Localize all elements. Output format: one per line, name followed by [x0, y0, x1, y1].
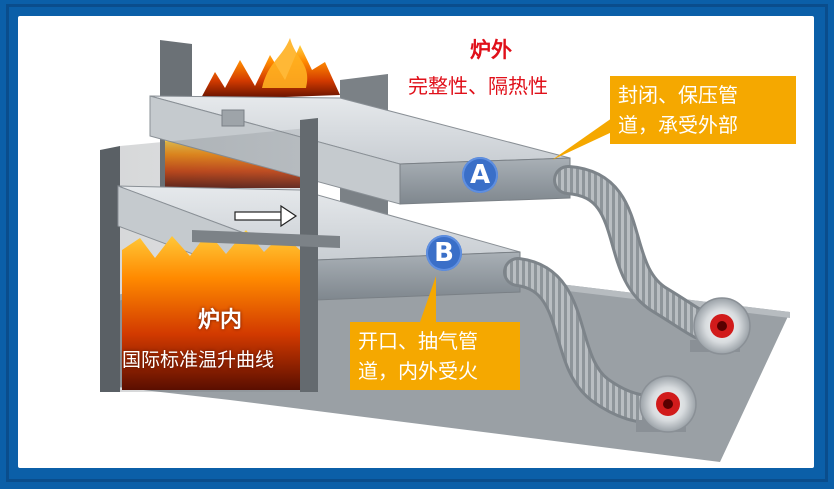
duct-b-front	[315, 251, 521, 301]
fan-icon	[636, 375, 697, 433]
furnace-lintel	[192, 230, 340, 248]
furnace-front-wall-edge	[100, 146, 120, 392]
outside-title: 炉外	[470, 38, 512, 62]
inside-title: 炉内	[198, 308, 243, 333]
flow-arrow-icon	[234, 204, 298, 228]
fire-icon	[122, 230, 300, 390]
inside-subtitle: 国际标准温升曲线	[122, 349, 275, 371]
callout-duct-a-line1: 封闭、保压管	[618, 83, 738, 107]
callout-duct-b: 开口、抽气管 道，内外受火	[350, 322, 520, 390]
outside-subtitle: 完整性、隔热性	[408, 74, 548, 98]
fire-icon	[262, 38, 308, 88]
duct-b-marker: B	[426, 235, 462, 271]
callout-duct-a: 封闭、保压管 道，承受外部	[610, 76, 796, 144]
fan-icon	[690, 297, 751, 355]
duct-a-marker: A	[462, 157, 498, 193]
callout-duct-b-line2: 道，内外受火	[358, 359, 478, 383]
callout-a-pointer	[552, 118, 612, 160]
callout-b-pointer	[420, 276, 436, 322]
callout-duct-a-line2: 道，承受外部	[618, 113, 738, 137]
callout-duct-b-line1: 开口、抽气管	[358, 329, 478, 353]
furnace-right-wall	[300, 118, 318, 392]
flexible-hose-icon	[506, 260, 672, 422]
duct-a-inspection-port	[221, 109, 245, 127]
